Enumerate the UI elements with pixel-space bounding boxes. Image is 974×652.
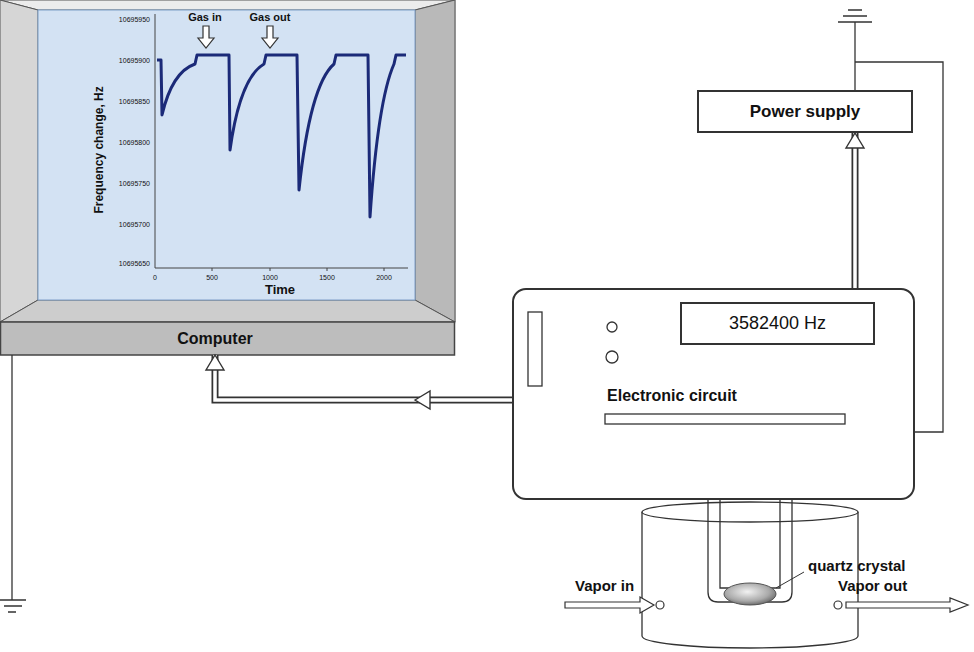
tick-label: 1500 [319,274,335,282]
vapor-in-arrow [565,597,654,613]
card-slot [528,312,542,386]
axis-title: Frequency change, Hz [93,86,107,213]
node-label: Power supply [750,102,861,122]
frequency-chart [155,14,408,271]
tick-label: 10695950 [119,16,150,24]
tick-label: 0 [153,274,157,282]
tick-label: 10695750 [119,180,150,188]
annotation: Gas in [188,11,222,24]
frame-outline [1,1,455,323]
annotation: Gas out [250,11,291,24]
arrow-head [206,355,224,370]
frame-bevel [0,0,455,10]
tick-label: 1000 [262,274,278,282]
monitor-base-bar [1,322,455,355]
part-label: quartz crystal [808,557,906,574]
arrow-shaft-inner [215,355,512,400]
axis-ticks [212,268,384,271]
ground-symbol [0,600,26,612]
power-supply-box: Power supply [697,90,913,133]
monitor-screen [38,10,415,300]
frequency-display: 3582400 Hz [680,302,875,345]
arrow-head [415,391,430,409]
arrow-shaft [215,355,512,400]
quartz-crystal [724,583,776,605]
ground-wire [854,22,855,90]
vapor-out-arrow [846,598,968,612]
ground-wire [11,355,12,600]
leader-line [776,572,804,588]
axis-title: Time [265,283,295,298]
tick-label: 10695900 [119,57,150,65]
tick-label: 10695800 [119,139,150,147]
frame-bevel [415,0,455,322]
frame-bevel [0,300,455,322]
arrow-shaft-inner [853,133,857,288]
indicator-led [606,351,618,363]
signal-arrow [846,133,864,288]
x-axis [155,268,408,269]
chamber-body [642,512,858,648]
gas-out-arrow [262,26,278,48]
node-label: Computer [177,330,253,348]
port-label: Vapor in [575,577,634,594]
y-axis [155,14,156,268]
port-label: Vapor out [838,577,907,594]
gas-in-arrow [198,26,214,48]
vapor-port [834,601,842,609]
tick-label: 500 [206,274,218,282]
node-label: Electronic circuit [607,387,737,405]
crystal-holder [720,500,780,588]
signal-arrow [206,355,512,409]
card-slot [605,414,845,424]
frequency-curve [157,55,406,217]
monitor-frame [0,0,455,355]
arrow-shaft [852,133,859,288]
indicator-led [607,322,617,332]
tick-label: 10695650 [119,260,150,268]
arrow-head [846,133,864,148]
electronic-circuit-box: Electronic circuit 3582400 Hz [512,288,915,500]
vapor-chamber [565,500,968,648]
chamber-top [642,502,858,522]
ground-symbol [838,10,872,22]
vapor-port [656,601,664,609]
tick-label: 10695850 [119,98,150,106]
tick-label: 10695700 [119,221,150,229]
tick-label: 2000 [376,274,392,282]
computer-monitor: Computer [0,0,455,355]
node-label: 3582400 Hz [729,313,826,334]
frame-bevel [0,0,38,322]
